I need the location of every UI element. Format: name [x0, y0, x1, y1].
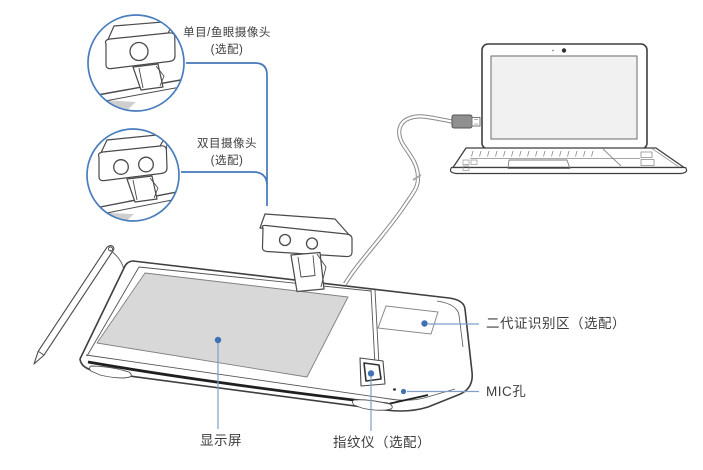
label-fingerprint: 指纹仪（选配） — [333, 435, 431, 450]
mic-hole — [393, 388, 396, 391]
label-display: 显示屏 — [200, 433, 242, 448]
label-stereo-camera-line2: (选配) — [210, 154, 244, 167]
laptop-base — [449, 166, 688, 175]
laptop-touchpad — [507, 159, 571, 169]
camera-bracket — [290, 251, 327, 293]
label-mono-camera: 单目/鱼眼摄像头 (选配) — [157, 25, 297, 58]
label-stereo-camera: 双目摄像头 (选配) — [157, 136, 297, 169]
mono-camera-callout — [87, 14, 185, 112]
label-mono-camera-line2: (选配) — [210, 43, 244, 56]
laptop-webcam-icon — [561, 48, 567, 53]
label-mic: MIC孔 — [486, 384, 527, 399]
usb-plug-icon — [451, 114, 481, 129]
fingerprint-anchor-dot — [367, 370, 375, 377]
laptop-screen — [490, 55, 638, 140]
annotation-leaders — [214, 320, 479, 431]
id-reader-area — [377, 305, 439, 335]
mono-camera-callout-ring — [87, 14, 185, 112]
stereo-camera-callout — [86, 128, 180, 222]
laptop-keyboard — [470, 150, 640, 159]
laptop-illustration — [449, 43, 688, 175]
display-anchor-dot — [214, 336, 222, 344]
speaker-slot-left — [89, 365, 132, 379]
terminal-device-illustration — [79, 260, 474, 412]
terminal-front-seam — [87, 360, 389, 406]
stereo-camera-callout-ring — [86, 128, 180, 222]
label-mono-camera-line1: 单目/鱼眼摄像头 — [183, 27, 271, 39]
id-reader-anchor-dot — [421, 320, 428, 327]
device-screen — [96, 272, 349, 378]
main-camera-illustration — [259, 213, 353, 293]
label-id-reader: 二代证识别区（选配） — [486, 316, 626, 331]
callout-connector-lines — [181, 62, 268, 206]
usb-cable-illustration — [343, 114, 481, 286]
mic-anchor-dot — [400, 388, 407, 395]
speaker-slot-right — [352, 399, 393, 411]
label-stereo-camera-line1: 双目摄像头 — [197, 138, 257, 150]
